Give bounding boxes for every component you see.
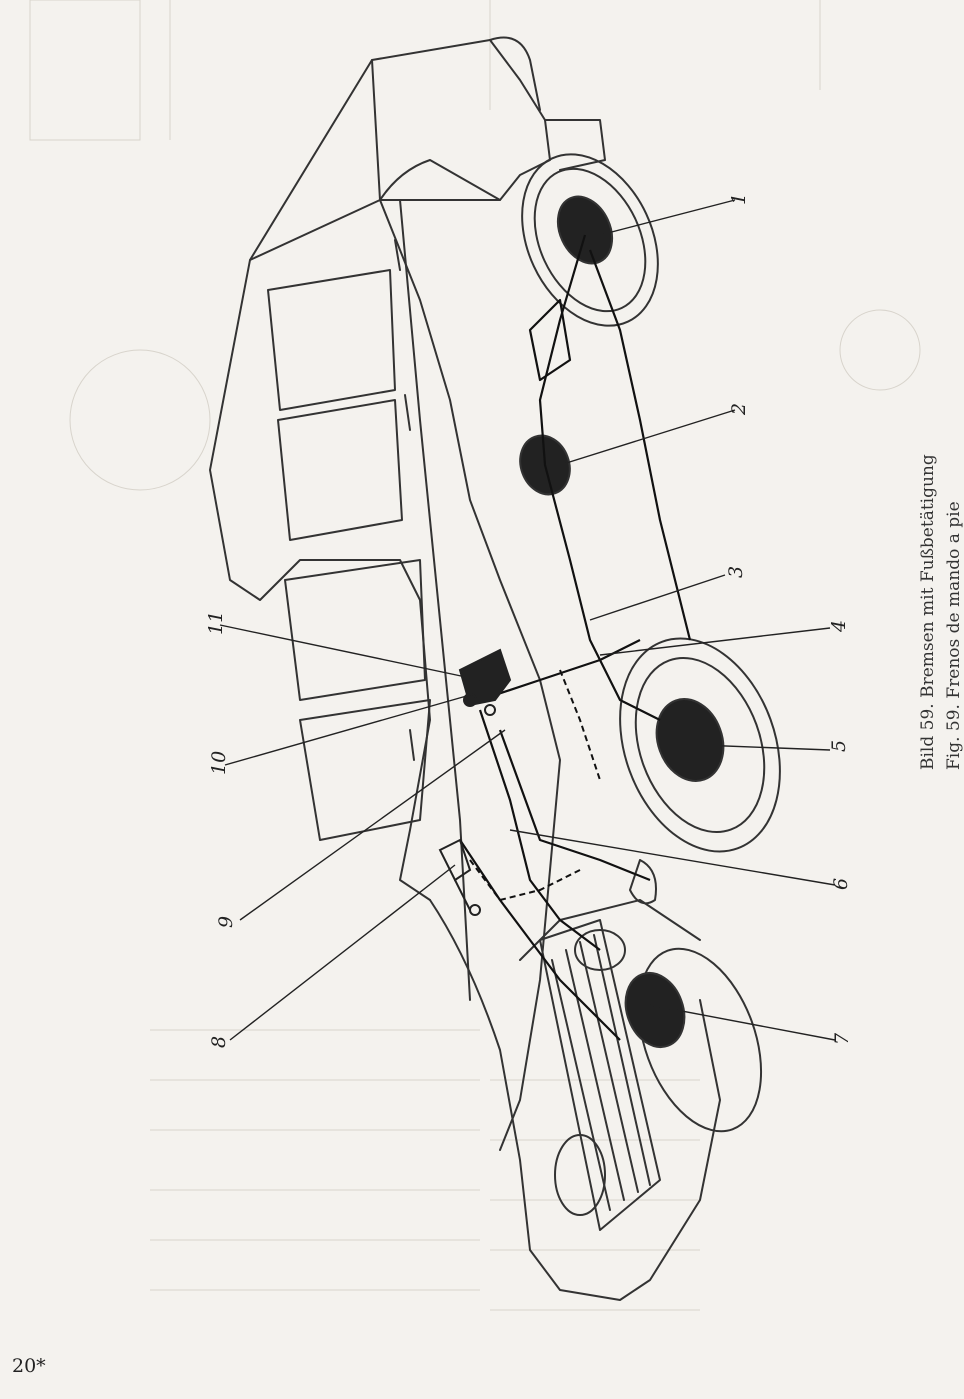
callout-2: 2 (728, 403, 750, 416)
caption-german: Bild 59. Bremsen mit Fußbetätigung (918, 454, 938, 770)
leader-line-2 (559, 409, 736, 466)
callout-3: 3 (725, 566, 747, 578)
callout-6: 6 (830, 878, 852, 890)
callout-4: 4 (828, 620, 850, 633)
callout-10: 10 (208, 751, 230, 775)
car-body (209, 36, 721, 1301)
caption-spanish: Fig. 59. Frenos de mando a pie (944, 501, 964, 770)
callout-9: 9 (215, 916, 237, 928)
leader-line-9 (239, 729, 506, 921)
page-number: 20* (12, 1355, 46, 1377)
callout-7: 7 (831, 1032, 853, 1045)
leader-lines (219, 199, 836, 1041)
leader-line-5 (699, 744, 831, 751)
leader-line-1 (599, 199, 736, 236)
bleed-through-background (29, 0, 921, 1311)
callout-5: 5 (828, 740, 850, 752)
leader-line-10 (224, 694, 471, 766)
brake-lines (459, 234, 692, 1041)
rear-right-wheel (624, 947, 763, 1133)
callout-11: 11 (205, 611, 227, 635)
leader-line-8 (229, 864, 456, 1041)
callout-1: 1 (728, 193, 750, 205)
leader-line-3 (589, 574, 726, 621)
master-cylinder (458, 648, 512, 716)
callout-8: 8 (208, 1036, 230, 1048)
figure-caption: Bild 59. Bremsen mit Fußbetätigung Fig. … (915, 250, 964, 770)
leader-line-6 (509, 829, 836, 886)
dashed-handbrake-cable (469, 669, 601, 902)
leader-line-7 (649, 1004, 836, 1041)
leader-line-11 (219, 624, 481, 681)
front-wheel (521, 153, 659, 327)
leader-line-4 (599, 627, 831, 656)
pedal-assembly (438, 838, 481, 916)
rear-wheel (619, 637, 781, 853)
